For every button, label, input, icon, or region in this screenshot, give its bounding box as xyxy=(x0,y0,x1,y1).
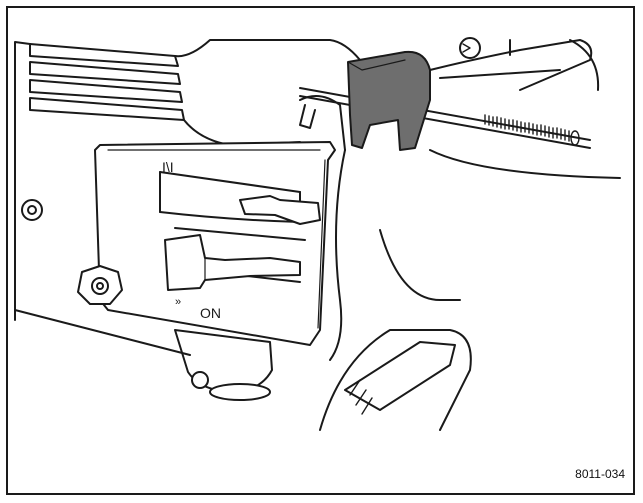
throttle-bracket-highlight xyxy=(347,50,431,151)
governor-linkage xyxy=(429,37,600,91)
side-bolt xyxy=(21,199,43,221)
engine-body-right xyxy=(329,149,621,361)
engine-base-line xyxy=(14,309,191,356)
engine-shroud xyxy=(174,39,361,151)
mounting-nut xyxy=(77,265,123,305)
figure-number: 8011-034 xyxy=(575,467,625,481)
arrow-glyph: » xyxy=(175,296,181,308)
fuel-bowl xyxy=(174,329,273,401)
cooling-fins xyxy=(14,41,185,321)
on-label: ON xyxy=(200,305,221,321)
throttle-lever xyxy=(164,234,301,291)
starter-handle xyxy=(319,329,472,431)
choke-lever xyxy=(239,195,321,225)
cable-spring xyxy=(484,114,580,146)
choke-label: I\I xyxy=(162,159,174,175)
